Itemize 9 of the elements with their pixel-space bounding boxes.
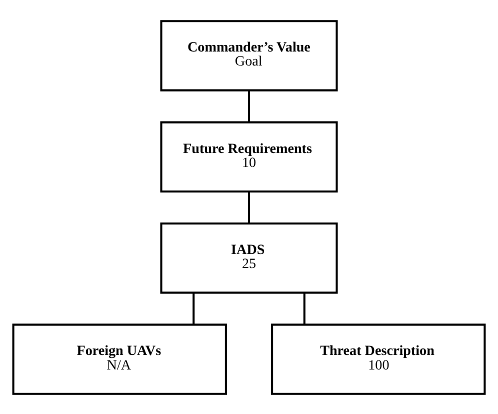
connector (248, 90, 250, 122)
connector (192, 292, 195, 324)
connector (303, 292, 306, 324)
node-box: IADS 25 (160, 222, 338, 294)
node-box: Foreign UAVs N/A (12, 323, 227, 394)
node-box: Commander’s Value Goal (160, 20, 338, 91)
connector (248, 191, 250, 223)
node-box: Threat Description 100 (271, 323, 486, 394)
node-box: Future Requirements 10 (160, 120, 338, 192)
